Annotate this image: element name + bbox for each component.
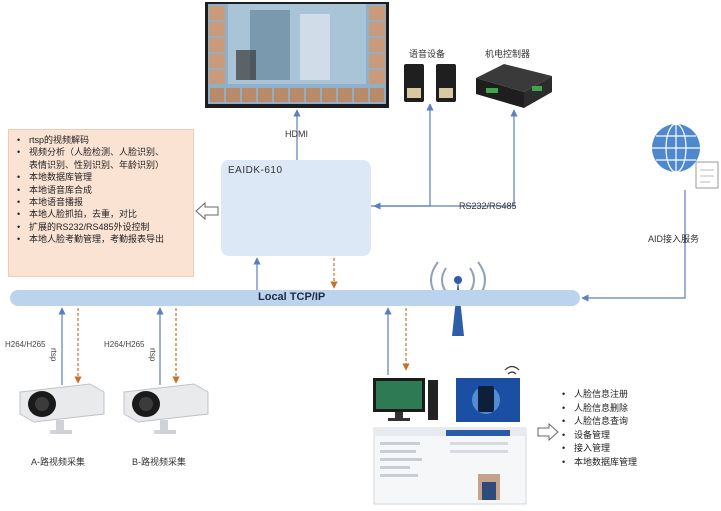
management-app-screenshot (373, 427, 527, 505)
aid-service-label: AID接入服务 (648, 234, 700, 244)
face-monitor-image (205, 2, 389, 108)
motor-controller-icon (476, 64, 552, 108)
rs232-label: RS232/RS485 (459, 201, 517, 211)
hollow-arrow-right-icon (537, 422, 559, 442)
feature-item-continued: 表情识别、性别识别、年龄识别） (29, 159, 165, 170)
feature-item: 本地数据库管理 (15, 171, 189, 184)
management-list-panel: 人脸信息注册 人脸信息删除 人脸信息查询 设备管理 接入管理 本地数据库管理 (560, 388, 670, 480)
camera-b-icon (123, 383, 209, 434)
speaker-label: 语音设备 (409, 49, 446, 59)
management-item: 设备管理 (560, 429, 670, 443)
feature-item: 本地语音库合成 (15, 184, 189, 197)
globe-server-icon (652, 123, 719, 189)
camera-b-label: B-路视频采集 (132, 457, 187, 467)
speaker-device-icon (404, 64, 456, 102)
feature-list-panel: rtsp的视频解码 视频分析（人脸检测、人脸识别、 表情识别、性别识别、年龄识别… (8, 129, 194, 277)
bus-label: Local TCP/IP (258, 291, 326, 303)
rtsp-label-b: rtsp (148, 348, 157, 362)
management-item: 人脸信息注册 (560, 388, 670, 402)
management-item: 人脸信息查询 (560, 415, 670, 429)
rtsp-label-a: rtsp (49, 348, 58, 362)
management-item: 人脸信息删除 (560, 402, 670, 416)
feature-item: rtsp的视频解码 (15, 134, 189, 147)
local-tcpip-bus (10, 290, 580, 306)
eaidk-title: EAIDK-610 (228, 165, 283, 176)
feature-item: 本地人脸考勤管理，考勤报表导出 (15, 233, 189, 246)
hdmi-label: HDMI (285, 129, 308, 139)
feature-item: 扩展的RS232/RS485外设控制 (15, 221, 189, 234)
feature-item: 本地人脸抓拍，去重，对比 (15, 208, 189, 221)
feature-item: 视频分析（人脸检测、人脸识别、 (15, 146, 189, 159)
camera-a-label: A-路视频采集 (31, 457, 86, 467)
management-item: 接入管理 (560, 442, 670, 456)
mobile-app-icon (456, 365, 520, 422)
desktop-computer-icon (373, 378, 438, 421)
hollow-arrow-left-icon (195, 201, 219, 221)
management-item: 本地数据库管理 (560, 456, 670, 470)
eaidk-device-box (221, 160, 371, 256)
h264-label-b: H264/H265 (104, 340, 145, 349)
camera-a-icon (19, 383, 105, 434)
feature-item: 本地语音播报 (15, 196, 189, 209)
h264-label-a: H264/H265 (5, 340, 46, 349)
motor-controller-label: 机电控制器 (485, 49, 531, 59)
